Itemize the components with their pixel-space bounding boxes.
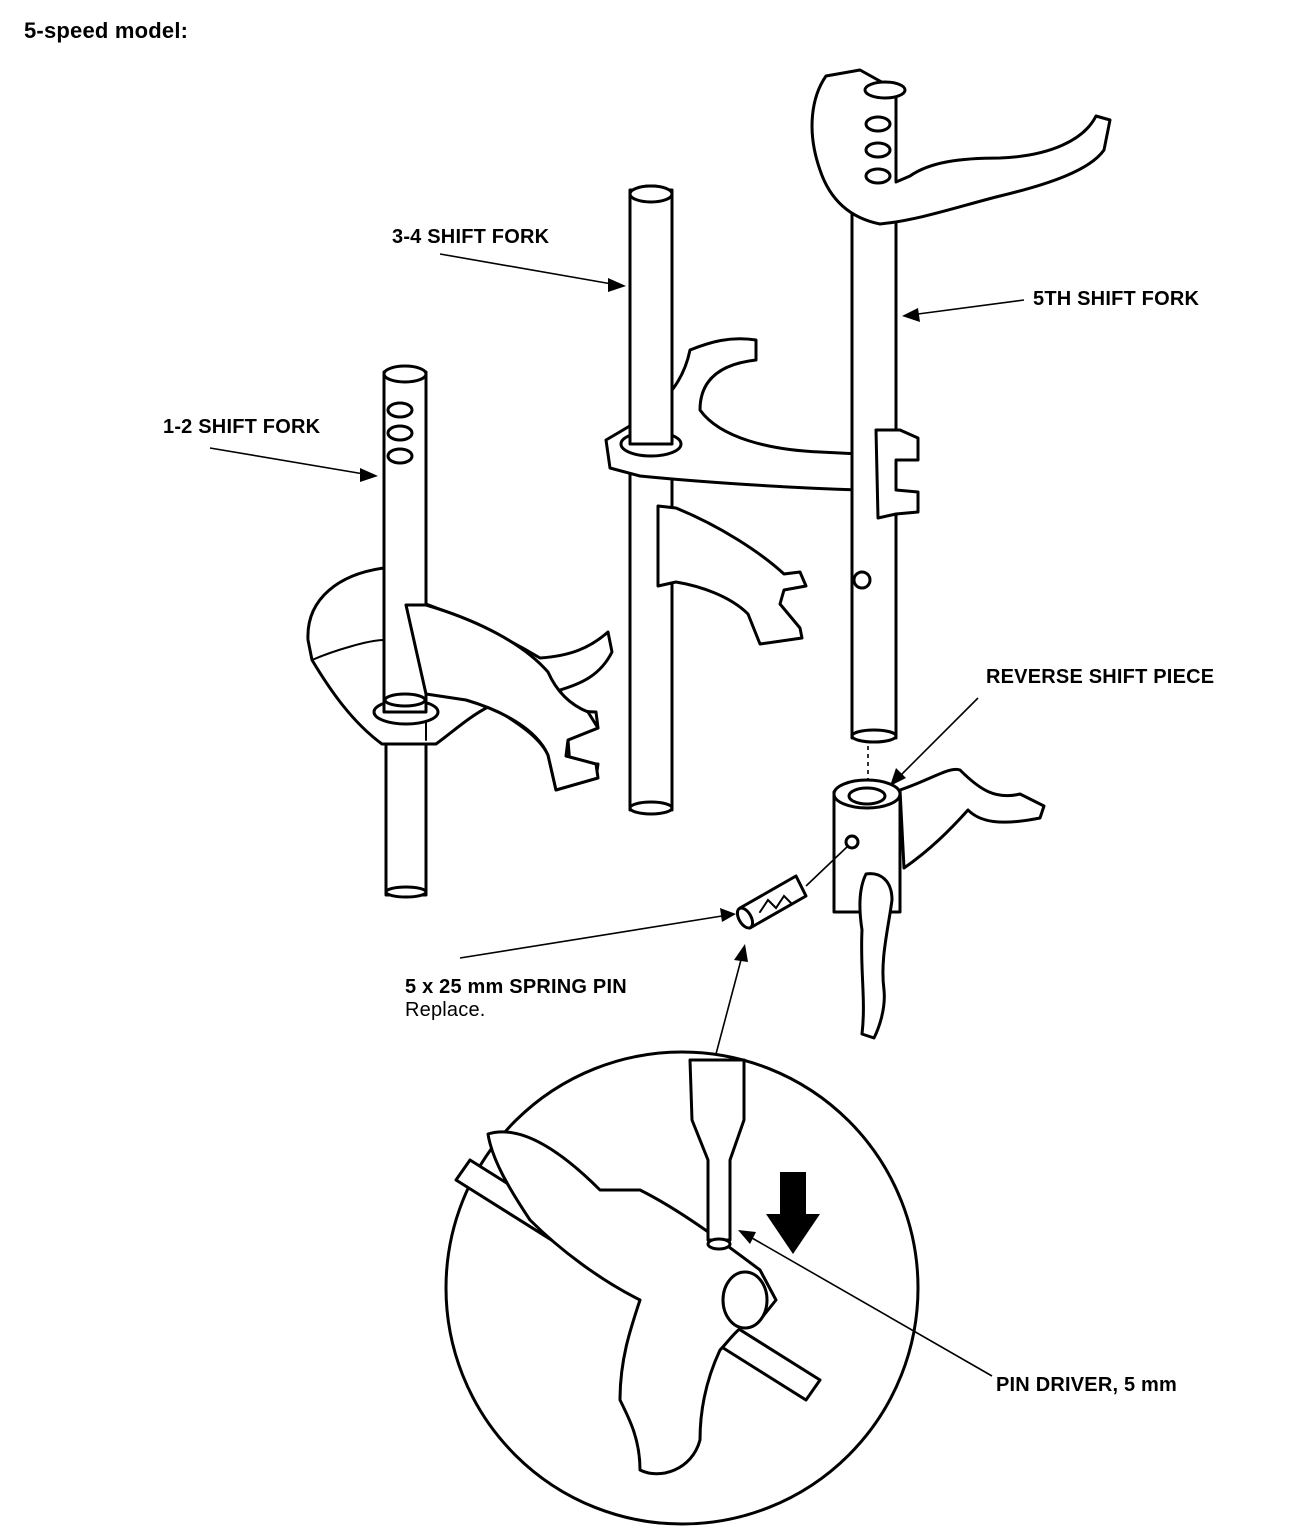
fork-5th-pin-hole (852, 570, 872, 590)
fork-5th-top-fork (810, 68, 1112, 226)
detail-piece-body (486, 1130, 778, 1476)
reverse-piece-arm (898, 767, 1046, 870)
fork-12-shaft-collar (383, 692, 427, 708)
fork-12-arm (404, 603, 600, 792)
label-spring-pin: 5 x 25 mm SPRING PIN (405, 976, 627, 998)
detail-view (444, 1050, 920, 1526)
reverse-piece-pin-hole (844, 834, 860, 850)
detail-collar-bore (721, 1270, 769, 1330)
fork-12-shaft-lower (384, 733, 428, 897)
label-fork-12: 1-2 SHIFT FORK (163, 416, 321, 438)
fork-5th-detent-2 (864, 141, 892, 159)
fork-12-detent-2 (386, 424, 414, 442)
detail-down-arrow (766, 1172, 820, 1254)
diagram-title: 5-speed model: (24, 18, 189, 43)
fork-34-shaft-top-2 (628, 184, 674, 204)
fork-12-assembly (306, 364, 614, 899)
fork-12-shaft-end (384, 885, 428, 899)
label-spring-pin-note: Replace. (405, 999, 486, 1021)
fork-12-fork-edge (311, 639, 385, 661)
fork-5th-bracket (874, 428, 920, 520)
fork-34-shaft-end (628, 800, 674, 816)
detail-pin-driver-tip (706, 1237, 732, 1251)
fork-12-shaft-top (382, 364, 428, 384)
fork-34-arm (656, 504, 808, 646)
reverse-shift-piece (832, 746, 1046, 1040)
fork-5th-detent-3 (864, 167, 892, 185)
fork-34-shaft-upper (628, 192, 674, 446)
reverse-piece-lever (858, 872, 894, 1040)
label-reverse-shift-piece: REVERSE SHIFT PIECE (986, 666, 1215, 688)
fork-5th-assembly (810, 68, 1112, 744)
detail-pin-driver (688, 1058, 746, 1242)
fork-12-detent-1 (386, 401, 414, 419)
spring-pin-slit (759, 894, 793, 913)
label-fork-34: 3-4 SHIFT FORK (392, 226, 550, 248)
fork-5th-shaft-end (850, 728, 898, 744)
fork-34-assembly (604, 184, 862, 816)
fork-5th-shaft-top (863, 80, 907, 100)
fork-12-detent-3 (386, 447, 414, 465)
label-fork-5th: 5TH SHIFT FORK (1033, 288, 1200, 310)
reverse-piece-bore (847, 786, 887, 806)
spring-pin (735, 845, 849, 930)
leader-lines (209, 253, 1025, 1377)
fork-5th-detent-1 (864, 115, 892, 133)
label-pin-driver: PIN DRIVER, 5 mm (996, 1374, 1178, 1396)
spring-pin-end (735, 906, 755, 930)
